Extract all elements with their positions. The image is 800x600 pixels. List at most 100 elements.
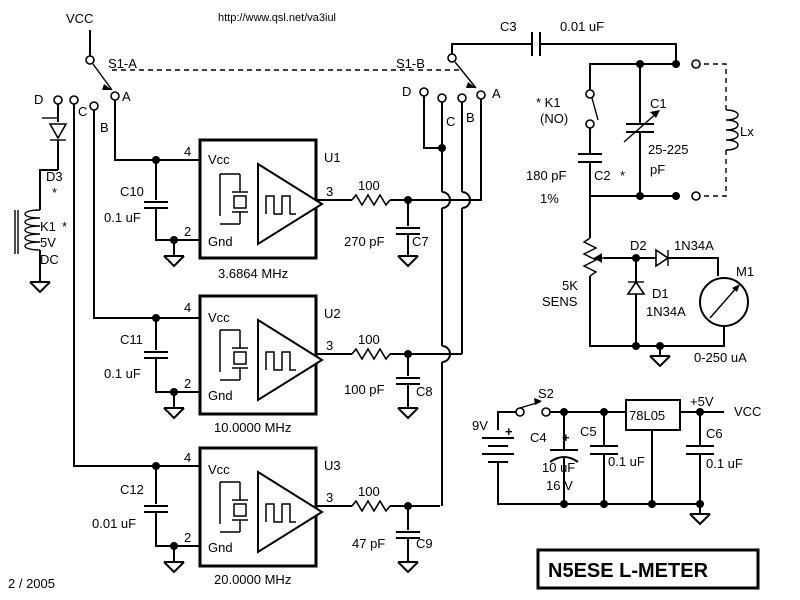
d3-diode [48,123,68,141]
k1-no-label: (NO) [540,111,568,126]
schematic-title: N5ESE L-METER [548,560,709,582]
k1-relay-coil [14,169,58,293]
s1b-pos-b: B [466,110,475,125]
u2-frequency: 10.0000 MHz [214,420,291,435]
c8-label: C8 [416,384,433,399]
s1a-pos-a: A [122,89,131,104]
regulator-label: 78L05 [629,408,665,423]
u3-gnd: Gnd [208,540,233,555]
k1-label: K1 [40,219,56,234]
u1-pin4: 4 [184,144,191,159]
c3-value: 0.01 uF [560,19,604,34]
c12-label: C12 [120,482,144,497]
u3-name: U3 [324,458,341,473]
pot-name: SENS [542,294,578,309]
u1-vcc: Vcc [208,152,230,167]
title-box [536,548,760,590]
u1-name: U1 [324,150,341,165]
r-u1-value: 100 [358,178,380,193]
s1a-label: S1-A [108,56,137,71]
c2-star: * [620,168,625,183]
c12-value: 0.01 uF [92,516,136,531]
m1-label: M1 [736,264,754,279]
c8-value: 100 pF [344,382,385,397]
s1a-pos-b: B [100,120,109,135]
power-supply [482,398,724,525]
r-u3-value: 100 [358,484,380,499]
c9-value: 47 pF [352,536,385,551]
u3-vcc: Vcc [208,462,230,477]
d1-type: 1N34A [646,304,686,319]
c2-label: C2 [594,168,611,183]
u2-pin2: 2 [184,376,191,391]
s1b-pos-d: D [402,84,411,99]
d3-label: D3 [46,169,63,184]
c5-label: C5 [580,424,597,439]
d3-star: * [52,185,57,200]
k1-dc: DC [40,252,59,267]
c1-range: 25-225 [648,142,688,157]
s1a-pos-c: C [78,104,87,119]
c4-value: 10 uF [542,460,575,475]
k1-star: * [62,219,67,234]
date-label: 2 / 2005 [8,576,55,591]
c3-capacitor [510,32,677,64]
u2-name: U2 [324,306,341,321]
u3-pin3: 3 [326,490,333,505]
pot-value: 5K [562,278,578,293]
battery-plus: + [505,424,513,439]
u2-pin3: 3 [326,338,333,353]
s1b-wiring [423,96,482,506]
r-u2-value: 100 [358,332,380,347]
c10-label: C10 [120,184,144,199]
u2-gnd: Gnd [208,388,233,403]
battery-label: 9V [472,418,488,433]
plus5v-label: +5V [690,394,714,409]
c3-label: C3 [500,19,517,34]
k1-voltage: 5V [40,235,56,250]
u3-frequency: 20.0000 MHz [214,572,291,587]
c11-value: 0.1 uF [104,366,141,381]
m1-range: 0-250 uA [694,350,747,365]
u1-pin2: 2 [184,224,191,239]
c1-label: C1 [650,96,667,111]
c10-value: 0.1 uF [104,210,141,225]
s1a-wiring [42,100,200,467]
u1-gnd: Gnd [208,234,233,249]
c2-value: 180 pF [526,168,567,183]
s1b-pos-a: A [492,86,501,101]
c1-unit: pF [650,162,665,177]
oscillator-u3 [143,446,440,573]
u1-pin3: 3 [326,184,333,199]
s1b-label: S1-B [396,56,425,71]
s2-label: S2 [538,386,554,401]
d2-label: D2 [630,238,647,253]
tank-circuit [578,59,739,238]
u3-pin2: 2 [184,530,191,545]
d1-label: D1 [652,286,669,301]
c9-label: C9 [416,536,433,551]
vcc-out-label: VCC [734,404,761,419]
u1-frequency: 3.6864 MHz [218,266,288,281]
vcc-top-label: VCC [66,11,93,26]
c6-value: 0.1 uF [706,456,743,471]
c7-value: 270 pF [344,234,385,249]
detector-circuit [582,237,749,367]
s1b-pos-c: C [446,114,455,129]
u2-pin4: 4 [184,300,191,315]
d2-type: 1N34A [674,238,714,253]
u2-vcc: Vcc [208,310,230,325]
u3-pin4: 4 [184,450,191,465]
c4-label: C4 [530,430,547,445]
c2-tolerance: 1% [540,191,559,206]
c4-plus: + [562,430,570,445]
lx-label: Lx [740,124,754,139]
source-url: http://www.qsl.net/va3iul [218,12,336,24]
c6-label: C6 [706,426,723,441]
s1a-switch [53,30,462,111]
oscillator-u1 [143,138,432,267]
c11-label: C11 [120,332,143,347]
oscillator-u2 [143,294,462,419]
c7-label: C7 [412,234,429,249]
